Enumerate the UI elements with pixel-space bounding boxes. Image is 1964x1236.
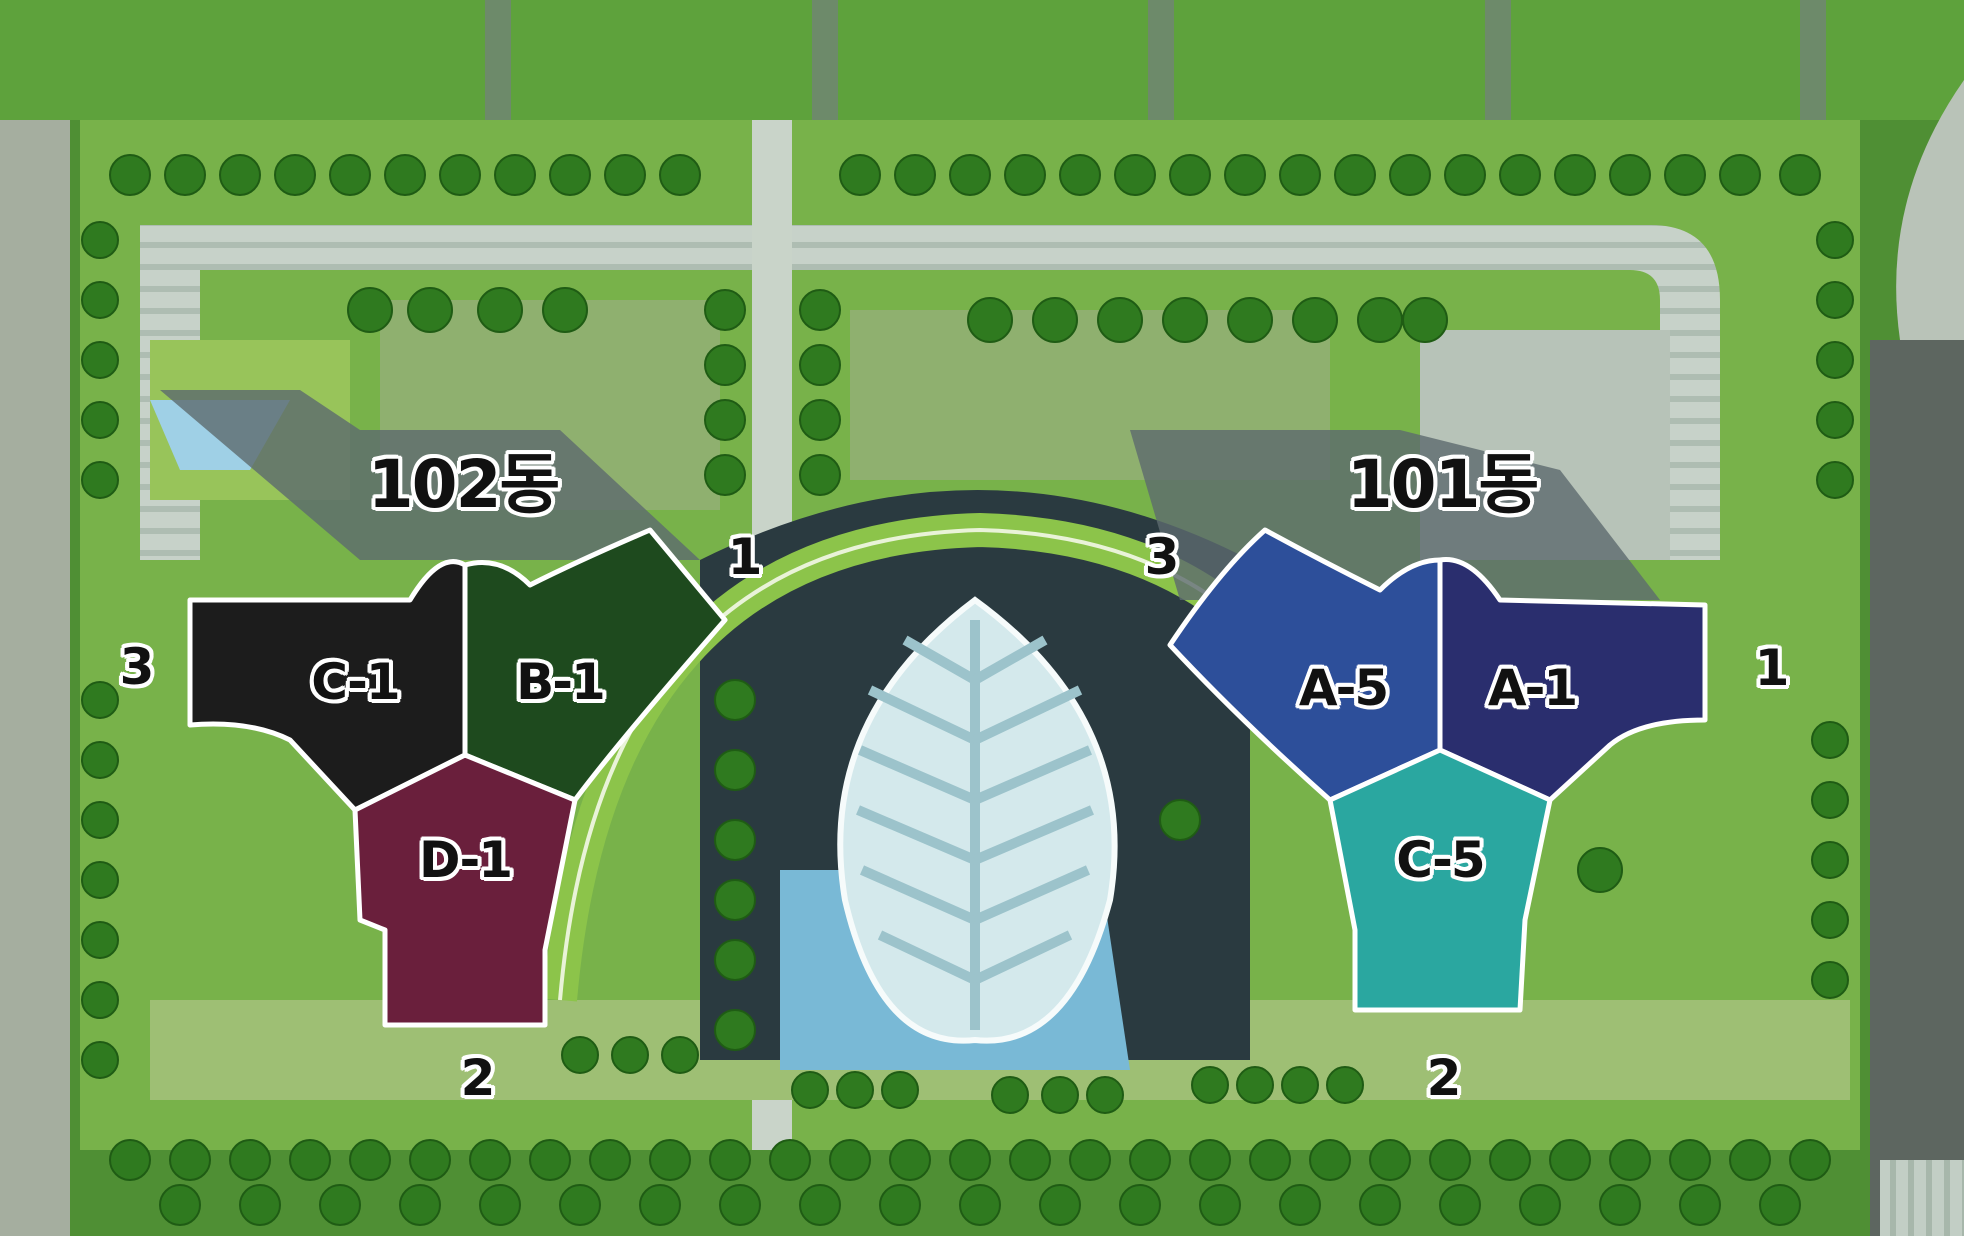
building-101-title: 101동	[1346, 446, 1539, 523]
tower-shadow-102	[160, 390, 700, 560]
unit-label-C-5: C-5	[1396, 831, 1485, 889]
unit-label-C-1: C-1	[311, 653, 400, 711]
upper-lawn	[0, 0, 1964, 120]
side-road	[1870, 340, 1964, 1236]
wing-D-1	[352, 752, 578, 1028]
unit-label-D-1: D-1	[419, 831, 513, 889]
building-101	[1167, 527, 1708, 1013]
perimeter-road	[140, 225, 1720, 560]
wing-C-1	[187, 559, 468, 813]
entrance-number-101-1: 1	[1754, 639, 1790, 697]
unit-label-B-1: B-1	[516, 653, 606, 711]
entrance-number-102-3: 3	[119, 638, 155, 696]
entrance-number-101-2: 2	[1426, 1049, 1462, 1107]
curved-road	[1896, 80, 1964, 340]
left-walkway	[0, 120, 70, 1236]
building-102-title: 102동	[367, 446, 560, 523]
entrance-number-102-2: 2	[460, 1049, 496, 1107]
top-paths	[485, 0, 1826, 120]
wing-A-1	[1437, 557, 1708, 803]
tree-rows	[81, 154, 1854, 1226]
entrance-number-102-1: 1	[727, 528, 763, 586]
building-102	[187, 527, 728, 1028]
wing-B-1	[462, 527, 728, 803]
unit-label-A-5: A-5	[1298, 659, 1389, 717]
unit-label-A-1: A-1	[1487, 659, 1578, 717]
wing-C-5	[1327, 747, 1553, 1013]
crosswalk	[1880, 1160, 1964, 1236]
wing-A-5	[1167, 527, 1443, 803]
leaf-veins	[856, 620, 1094, 1030]
entrance-number-101-3: 3	[1144, 528, 1180, 586]
